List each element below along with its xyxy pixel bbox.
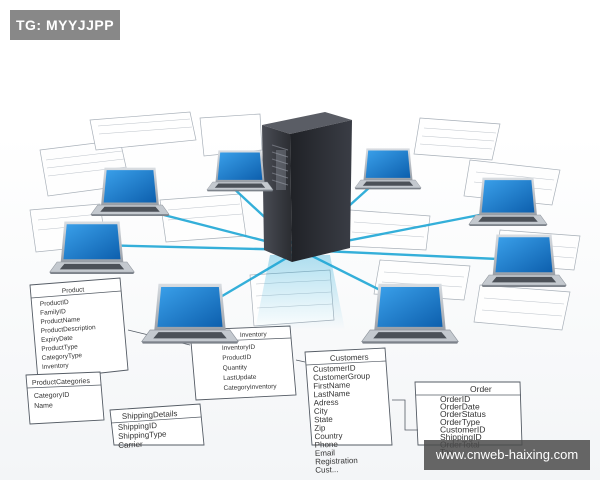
schema-field: ProductID bbox=[40, 299, 70, 308]
customers-title: Customers bbox=[330, 353, 369, 363]
schema-field: LastUpdate bbox=[223, 374, 257, 382]
schema-field: City bbox=[314, 407, 328, 416]
schema-field: CategoryID bbox=[34, 392, 70, 400]
inventory-title: Inventory bbox=[240, 331, 268, 339]
schema-field: Zip bbox=[314, 423, 326, 432]
schema-field: Quantity bbox=[223, 364, 248, 372]
schema-field: ExpiryDate bbox=[41, 335, 74, 344]
schema-field: FamilyID bbox=[40, 308, 66, 317]
product-title: Product bbox=[62, 286, 85, 295]
watermark-top-left: TG: MYYJJPP bbox=[10, 10, 120, 40]
schema-table-customers: Customers CustomerIDCustomerGroupFirstNa… bbox=[304, 347, 393, 475]
schema-table-shipping-details: ShippingDetails ShippingIDShippingTypeCa… bbox=[109, 403, 205, 450]
server-reflection bbox=[255, 255, 345, 330]
schema-field: ShippingID bbox=[440, 432, 482, 442]
schema-field: CustomerID bbox=[313, 364, 356, 374]
schema-field: OrderStatus bbox=[440, 409, 486, 419]
schema-field: ProductDescription bbox=[41, 324, 97, 335]
schema-field: OrderType bbox=[440, 417, 480, 427]
schema-field: ShippingID bbox=[118, 421, 158, 432]
server-tower-icon bbox=[262, 112, 352, 262]
schema-field: OrderDate bbox=[440, 402, 480, 412]
order-title: Order bbox=[470, 384, 492, 394]
schema-field: OrderID bbox=[440, 394, 470, 404]
product-categories-title: ProductCategories bbox=[32, 378, 91, 387]
schema-field: Cust... bbox=[315, 465, 338, 475]
schema-table-product-categories: ProductCategories CategoryID Name bbox=[25, 371, 105, 425]
schema-field: Email bbox=[315, 448, 336, 458]
schema-field: ProductID bbox=[222, 354, 251, 362]
schema-field: ProductName bbox=[40, 316, 81, 326]
shipping-details-title: ShippingDetails bbox=[122, 409, 178, 421]
schema-field: CategoryInventory bbox=[223, 383, 277, 392]
schema-field: CustomerGroup bbox=[313, 371, 371, 382]
schema-field: Carrier bbox=[118, 440, 143, 450]
schema-field: Registration bbox=[315, 456, 358, 466]
schema-field: ProductType bbox=[41, 343, 78, 353]
schema-field: Inventory bbox=[42, 362, 70, 371]
schema-field: InventoryID bbox=[222, 344, 256, 352]
schema-field: Adress bbox=[314, 398, 339, 408]
schema-field: State bbox=[314, 415, 334, 425]
schema-field: Country bbox=[314, 431, 342, 441]
schema-field: Name bbox=[34, 402, 53, 410]
schema-field: CategoryType bbox=[41, 352, 82, 362]
schema-field: ShippingType bbox=[118, 429, 167, 441]
schema-table-inventory: Inventory InventoryID ProductID QuantityLa… bbox=[189, 325, 297, 401]
schema-field: FirstName bbox=[313, 380, 351, 390]
schema-field: LastName bbox=[313, 389, 350, 399]
schema-table-product: Product ProductIDFamilyIDProductNameProd… bbox=[29, 277, 129, 381]
watermark-bottom-right: www.cnweb-haixing.com bbox=[424, 440, 590, 470]
schema-field: CustomerID bbox=[440, 424, 485, 434]
schema-field: Phone bbox=[315, 440, 339, 450]
